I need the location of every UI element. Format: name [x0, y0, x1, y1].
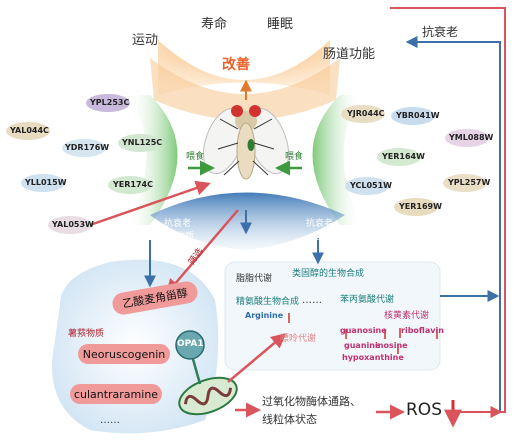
right-dots: …… [302, 295, 322, 306]
label-guanine: guanine [344, 341, 381, 350]
gene-label: YDR176W [65, 143, 110, 152]
label-intestinal: 肠道功能 [323, 47, 376, 62]
label-anti-aging-top: 抗衰老 [422, 25, 459, 39]
label-pathway-2: 途径 [312, 232, 331, 242]
label-riboflavin-met: 核黄素代谢 [384, 311, 430, 321]
mitochondrion [178, 376, 238, 416]
mito-to-purine-arrow [227, 333, 287, 383]
label-hypoxanthine: hypoxanthine [342, 353, 404, 362]
compound-2-pill: culantraramine [70, 384, 162, 404]
label-inosine: inosine [375, 341, 408, 350]
left-feeding-wedge [128, 95, 178, 225]
label-amino: 精氨酸生物合成 [236, 297, 300, 307]
right-feeding-wedge [312, 95, 362, 225]
label-substance-1: 抗衰老 [164, 219, 192, 229]
label-improve: 改善 [222, 57, 250, 73]
gene-label: YER169W [399, 202, 442, 211]
gene-label: YJR044C [347, 109, 385, 118]
yeast-to-fly-arrow [89, 180, 211, 227]
label-riboflavin: riboflavin [401, 326, 444, 335]
gene-label: YPL257W [448, 178, 491, 187]
gene-label: YER164W [382, 152, 425, 161]
gene-label: YML088W [449, 133, 494, 142]
label-peroxisome-2: 线粒体状态 [262, 413, 317, 426]
yeast-blobs-right [341, 105, 489, 216]
label-steroid: 类固醇的生物合成 [292, 269, 365, 279]
label-ros: ROS [406, 400, 442, 420]
label-lipid: 脂脂代谢 [236, 274, 273, 284]
yeast-blobs-left [6, 94, 162, 234]
label-saponins: 薯蓣物质 [68, 329, 105, 339]
gene-label: YPL253C [90, 98, 130, 107]
label-purine: 嘌呤代谢 [280, 334, 317, 344]
label-pathway-1: 抗衰老 [306, 219, 334, 229]
label-phe: 苯丙氨酸代谢 [340, 295, 395, 305]
screen-arrow [166, 209, 239, 295]
gene-label: YAL044C [10, 126, 49, 135]
label-feeding-left: 喂食 [186, 152, 205, 162]
improve-fan [158, 40, 330, 95]
compound-1-pill: Neoruscogenin [78, 344, 170, 364]
label-feeding-right: 喂食 [285, 152, 304, 162]
label-substance-2: 活性物质 [158, 232, 195, 242]
gene-label: YLL015W [25, 178, 67, 187]
label-exercise: 运动 [132, 33, 159, 48]
opa1-node [175, 330, 205, 360]
left-dots: …… [100, 415, 120, 426]
label-lifespan: 寿命 [201, 17, 228, 32]
gene-label: YBR041W [396, 111, 440, 120]
up-arrow-icons [288, 313, 438, 354]
gene-label: YNL125C [122, 138, 163, 147]
gene-label: YCL051W [350, 181, 392, 190]
label-sleep: 睡眠 [267, 17, 294, 32]
label-peroxisome-1: 过氧化物酶体通路、 [262, 395, 361, 408]
label-guanosine: guanosine [340, 326, 387, 335]
opa1-label: OPA1 [177, 339, 204, 349]
gene-label: YER174C [113, 180, 153, 189]
gene-label: YAL053W [52, 220, 94, 229]
pathway-fan [150, 192, 345, 250]
label-arginine: Arginine [245, 311, 284, 320]
